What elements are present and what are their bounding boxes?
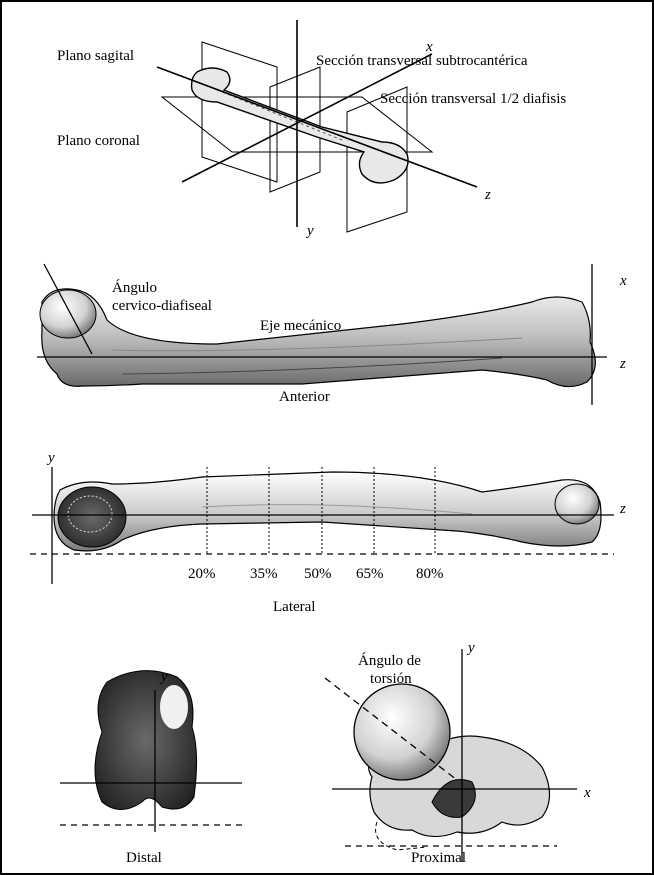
label-view-lateral: Lateral <box>273 599 315 616</box>
label-axis-x-anterior: x <box>620 273 627 290</box>
label-axis-z-anterior: z <box>620 356 626 373</box>
label-eje-mecanico: Eje mecánico <box>260 318 341 335</box>
femoral-head-anterior <box>40 290 96 338</box>
label-view-anterior: Anterior <box>279 389 330 406</box>
label-plano-coronal: Plano coronal <box>57 133 140 150</box>
label-view-proximal: Proximal <box>411 850 466 867</box>
axis-z-line <box>157 67 477 187</box>
label-percent-50: 50% <box>304 566 332 583</box>
label-axis-z-top: z <box>485 187 491 204</box>
panel-distal <box>60 671 242 832</box>
label-angulo-line1: Ángulo <box>112 280 157 297</box>
label-view-distal: Distal <box>126 850 162 867</box>
femoral-head-lateral <box>555 484 599 524</box>
label-axis-x-top: x <box>426 39 433 56</box>
label-axis-y-distal: y <box>161 669 168 686</box>
label-seccion-media-diafisis: Sección transversal 1/2 diafisis <box>380 91 566 108</box>
label-axis-y-proximal: y <box>468 640 475 657</box>
label-axis-z-lateral: z <box>620 501 626 518</box>
label-angulo-line2: cervico-diafiseal <box>112 298 212 315</box>
label-percent-65: 65% <box>356 566 384 583</box>
label-percent-80: 80% <box>416 566 444 583</box>
label-axis-x-proximal: x <box>584 785 591 802</box>
label-plano-sagital: Plano sagital <box>57 48 134 65</box>
condyle-lateral <box>58 487 126 547</box>
label-percent-20: 20% <box>188 566 216 583</box>
femur-lateral <box>54 472 601 551</box>
femoral-head-proximal <box>354 684 450 780</box>
label-angulo-torsion-line1: Ángulo de <box>358 653 421 670</box>
label-axis-y-lateral: y <box>48 450 55 467</box>
label-axis-y-top: y <box>307 223 314 240</box>
label-seccion-subtrocanterica: Sección transversal subtrocantérica <box>316 53 528 70</box>
panel-proximal <box>325 649 577 862</box>
label-angulo-torsion-line2: torsión <box>370 671 412 688</box>
femur-3d-sketch <box>192 68 409 183</box>
label-percent-35: 35% <box>250 566 278 583</box>
